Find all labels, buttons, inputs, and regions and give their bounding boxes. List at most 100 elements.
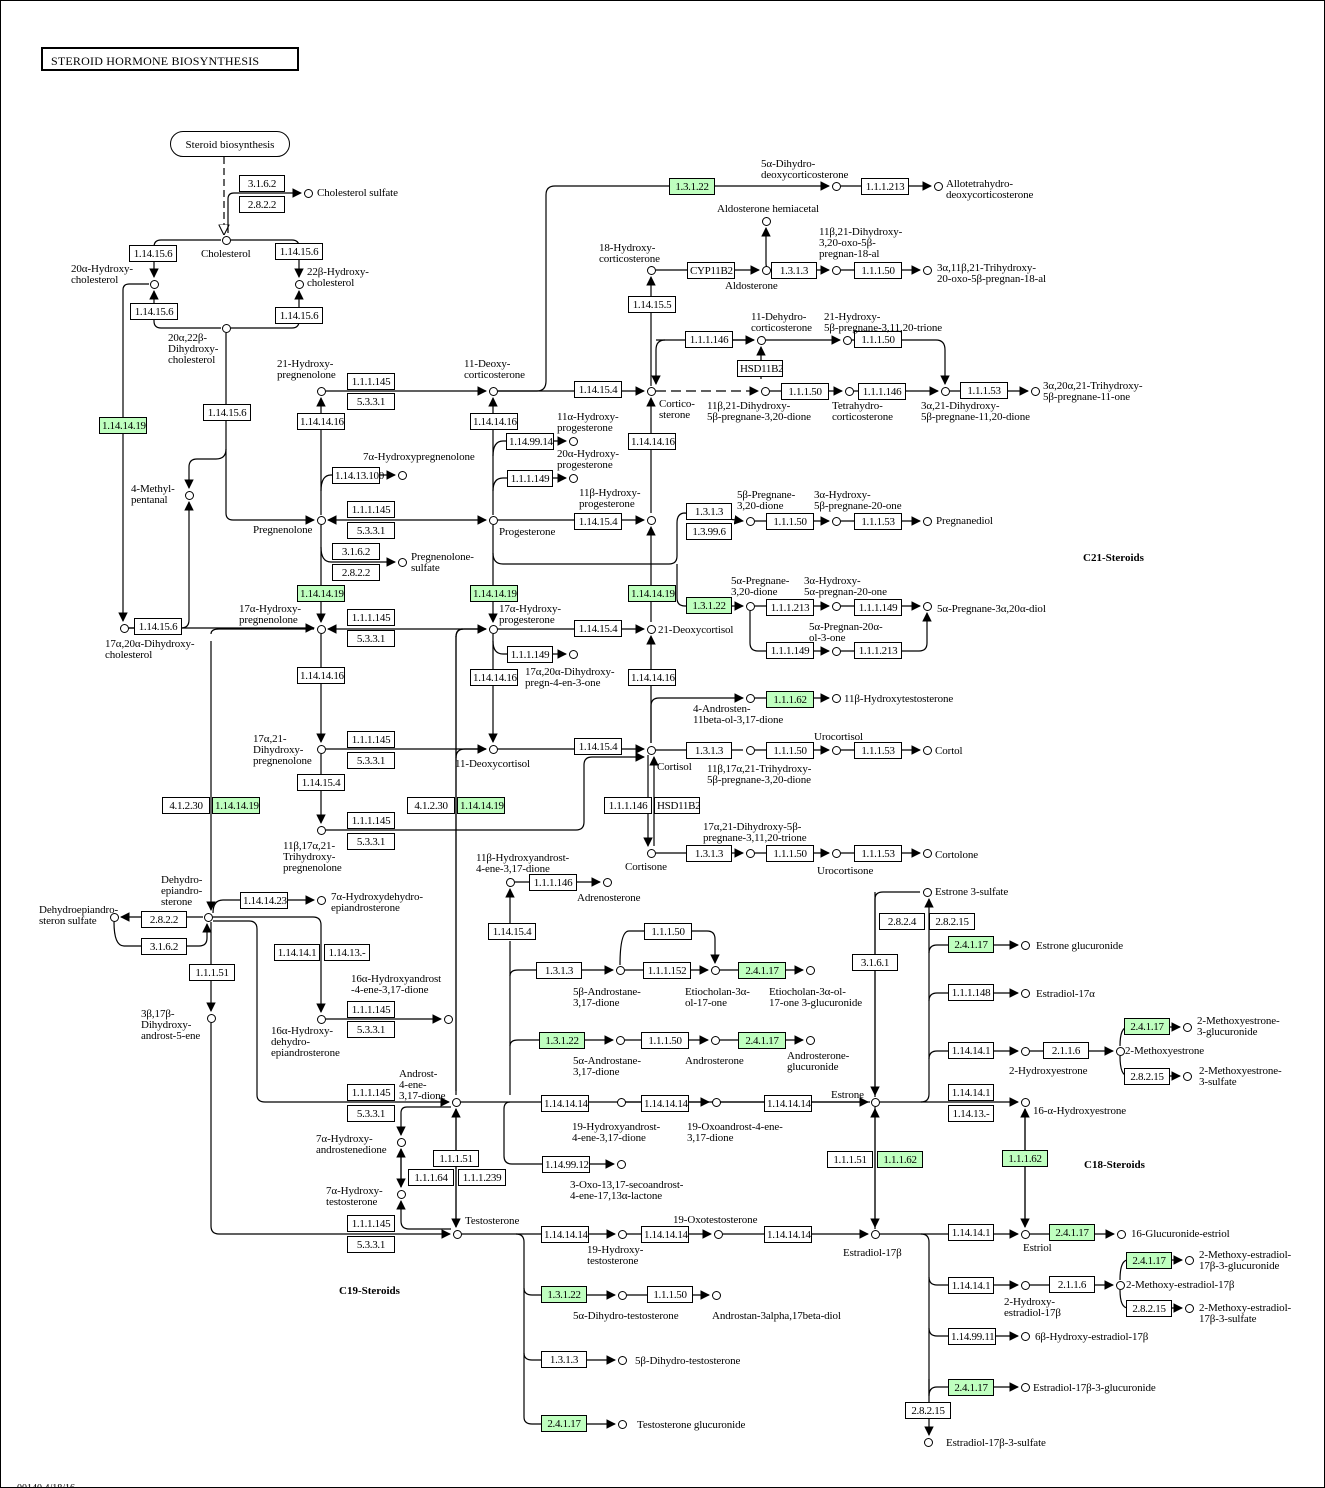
- enzyme-box-1-3-1-3[interactable]: 1.3.1.3: [686, 503, 732, 520]
- enzyme-box-2-4-1-17[interactable]: 2.4.1.17: [541, 1415, 587, 1432]
- enzyme-box-1-14-14-19[interactable]: 1.14.14.19: [99, 417, 147, 434]
- enzyme-box-1-1-1-53[interactable]: 1.1.1.53: [854, 742, 902, 759]
- compound-node[interactable]: [206, 1013, 216, 1023]
- compound-node[interactable]: [451, 1097, 461, 1107]
- compound-node[interactable]: [316, 895, 326, 905]
- enzyme-box-1-14-15-4[interactable]: 1.14.15.4: [574, 738, 622, 755]
- enzyme-box-1-1-1-152[interactable]: 1.1.1.152: [643, 962, 691, 979]
- enzyme-box-1-14-14-19[interactable]: 1.14.14.19: [297, 585, 345, 602]
- enzyme-box-1-1-1-50[interactable]: 1.1.1.50: [766, 513, 814, 530]
- enzyme-box-1-1-1-239[interactable]: 1.1.1.239: [458, 1169, 506, 1186]
- enzyme-box-1-1-1-145[interactable]: 1.1.1.145: [347, 609, 395, 626]
- enzyme-box-1-14-14-14[interactable]: 1.14.14.14: [764, 1226, 812, 1243]
- compound-node[interactable]: [303, 188, 313, 198]
- compound-node[interactable]: [922, 848, 932, 858]
- compound-node[interactable]: [1020, 1046, 1030, 1056]
- enzyme-box-1-1-1-145[interactable]: 1.1.1.145: [347, 1215, 395, 1232]
- compound-node[interactable]: [831, 516, 841, 526]
- compound-node[interactable]: [844, 386, 854, 396]
- compound-node[interactable]: [1115, 1280, 1125, 1290]
- compound-node[interactable]: [831, 745, 841, 755]
- compound-node[interactable]: [316, 825, 326, 835]
- compound-node[interactable]: [922, 887, 932, 897]
- enzyme-box-1-1-1-50[interactable]: 1.1.1.50: [766, 742, 814, 759]
- compound-node[interactable]: [109, 912, 119, 922]
- enzyme-box-1-14-15-6[interactable]: 1.14.15.6: [275, 307, 323, 324]
- compound-node[interactable]: [294, 279, 304, 289]
- enzyme-box-1-3-1-3[interactable]: 1.3.1.3: [536, 962, 582, 979]
- enzyme-box-1-1-1-51[interactable]: 1.1.1.51: [827, 1151, 873, 1168]
- enzyme-box-1-14-14-19[interactable]: 1.14.14.19: [628, 585, 676, 602]
- enzyme-box-HSD11B2[interactable]: HSD11B2: [654, 797, 701, 814]
- compound-node[interactable]: [397, 470, 407, 480]
- enzyme-box-1-1-1-145[interactable]: 1.1.1.145: [347, 373, 395, 390]
- enzyme-box-1-14-99-12[interactable]: 1.14.99.12: [542, 1156, 590, 1173]
- compound-node[interactable]: [488, 624, 498, 634]
- compound-node[interactable]: [316, 515, 326, 525]
- enzyme-box-1-14-14-16[interactable]: 1.14.14.16: [470, 669, 518, 686]
- compound-node[interactable]: [316, 624, 326, 634]
- compound-node[interactable]: [617, 1290, 627, 1300]
- enzyme-box-1-3-1-22[interactable]: 1.3.1.22: [539, 1032, 585, 1049]
- compound-node[interactable]: [805, 1035, 815, 1045]
- enzyme-box-1-14-15-5[interactable]: 1.14.15.5: [628, 296, 676, 313]
- compound-node[interactable]: [1115, 1046, 1125, 1056]
- enzyme-box-2-8-2-15[interactable]: 2.8.2.15: [1124, 1068, 1170, 1085]
- compound-node[interactable]: [1020, 1382, 1030, 1392]
- enzyme-box-3-1-6-2[interactable]: 3.1.6.2: [141, 938, 187, 955]
- enzyme-box-1-1-1-145[interactable]: 1.1.1.145: [347, 1084, 395, 1101]
- enzyme-box-1-14-14-14[interactable]: 1.14.14.14: [541, 1226, 589, 1243]
- enzyme-box-2-8-2-2[interactable]: 2.8.2.2: [332, 564, 380, 581]
- enzyme-box-1-1-1-149[interactable]: 1.1.1.149: [766, 642, 814, 659]
- enzyme-box-1-1-1-149[interactable]: 1.1.1.149: [507, 470, 553, 487]
- enzyme-box-1-14-14-1[interactable]: 1.14.14.1: [948, 1277, 994, 1294]
- compound-node[interactable]: [745, 516, 755, 526]
- compound-node[interactable]: [396, 1137, 406, 1147]
- compound-node[interactable]: [646, 515, 656, 525]
- compound-node[interactable]: [756, 335, 766, 345]
- enzyme-box-1-14-14-14[interactable]: 1.14.14.14: [541, 1095, 589, 1112]
- enzyme-box-1-3-1-22[interactable]: 1.3.1.22: [686, 597, 732, 614]
- compound-node[interactable]: [646, 386, 656, 396]
- enzyme-box-1-1-1-213[interactable]: 1.1.1.213: [854, 642, 902, 659]
- compound-node[interactable]: [505, 877, 515, 887]
- compound-node[interactable]: [396, 1189, 406, 1199]
- enzyme-box-1-3-1-3[interactable]: 1.3.1.3: [686, 845, 732, 862]
- enzyme-box-HSD11B2[interactable]: HSD11B2: [737, 360, 784, 377]
- enzyme-box-5-3-3-1[interactable]: 5.3.3.1: [347, 833, 395, 850]
- enzyme-box-1-1-1-62[interactable]: 1.1.1.62: [766, 691, 814, 708]
- compound-node[interactable]: [616, 1097, 626, 1107]
- enzyme-box-2-4-1-17[interactable]: 2.4.1.17: [738, 1032, 786, 1049]
- enzyme-box-1-14-15-4[interactable]: 1.14.15.4: [574, 513, 622, 530]
- enzyme-box-1-1-1-213[interactable]: 1.1.1.213: [766, 599, 814, 616]
- compound-node[interactable]: [922, 265, 932, 275]
- enzyme-box-1-14-15-6[interactable]: 1.14.15.6: [203, 404, 251, 421]
- enzyme-box-1-14-15-6[interactable]: 1.14.15.6: [130, 303, 178, 320]
- enzyme-box-2-8-2-15[interactable]: 2.8.2.15: [929, 913, 975, 930]
- compound-node[interactable]: [443, 1014, 453, 1024]
- enzyme-box-5-3-3-1[interactable]: 5.3.3.1: [347, 1236, 395, 1253]
- compound-node[interactable]: [617, 1419, 627, 1429]
- enzyme-box-1-14-14-1[interactable]: 1.14.14.1: [274, 944, 320, 961]
- enzyme-box-1-14-13-100[interactable]: 1.14.13.100: [332, 467, 384, 484]
- compound-node[interactable]: [1020, 988, 1030, 998]
- enzyme-box-4-1-2-30[interactable]: 4.1.2.30: [162, 797, 210, 814]
- compound-node[interactable]: [1182, 1022, 1192, 1032]
- enzyme-box-1-14-13--[interactable]: 1.14.13.-: [948, 1105, 994, 1122]
- enzyme-box-2-4-1-17[interactable]: 2.4.1.17: [948, 936, 994, 953]
- compound-node[interactable]: [805, 965, 815, 975]
- compound-node[interactable]: [646, 624, 656, 634]
- compound-node[interactable]: [831, 181, 841, 191]
- enzyme-box-4-1-2-30[interactable]: 4.1.2.30: [407, 797, 455, 814]
- compound-node[interactable]: [745, 745, 755, 755]
- steroid-biosynthesis-map-link[interactable]: Steroid biosynthesis: [170, 131, 290, 157]
- compound-node[interactable]: [922, 516, 932, 526]
- enzyme-box-1-1-1-50[interactable]: 1.1.1.50: [641, 1032, 689, 1049]
- enzyme-box-1-1-1-213[interactable]: 1.1.1.213: [861, 178, 909, 195]
- enzyme-box-1-1-1-50[interactable]: 1.1.1.50: [854, 331, 902, 348]
- enzyme-box-1-14-14-1[interactable]: 1.14.14.1: [948, 1042, 994, 1059]
- enzyme-box-1-14-14-23[interactable]: 1.14.14.23: [240, 892, 288, 909]
- compound-node[interactable]: [831, 848, 841, 858]
- enzyme-box-1-14-14-19[interactable]: 1.14.14.19: [457, 797, 505, 814]
- enzyme-box-1-14-15-6[interactable]: 1.14.15.6: [134, 618, 182, 635]
